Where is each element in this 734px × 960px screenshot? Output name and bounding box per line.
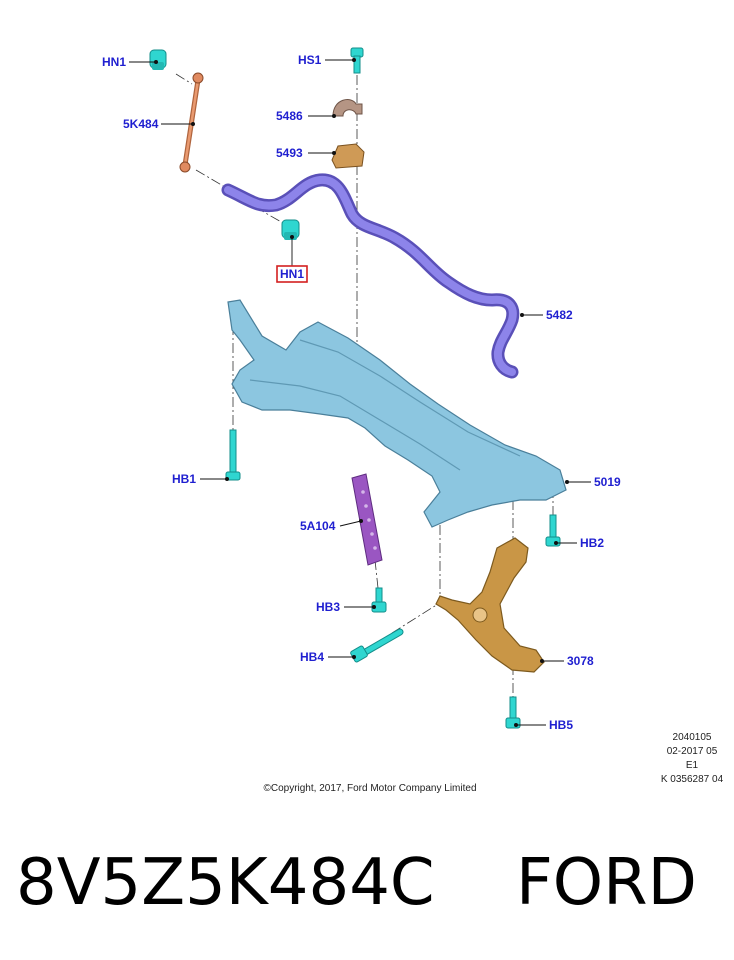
diagram-reference-block: 2040105 02-2017 05 E1 K 0356287 04: [650, 731, 734, 787]
bolt-hs1: [350, 47, 364, 74]
callout-hn1-top[interactable]: HN1: [102, 55, 126, 69]
nut-hn1-top: [149, 49, 167, 70]
bolt-hb2: [545, 514, 561, 547]
stabilizer-link: [179, 72, 204, 173]
bushing-5486: [332, 99, 363, 117]
callout-hb3[interactable]: HB3: [316, 600, 340, 614]
reference-number: 2040105: [672, 732, 712, 743]
subframe-rib: [299, 339, 521, 457]
reference-edition: E1: [685, 760, 699, 771]
callout-5a104[interactable]: 5A104: [300, 519, 336, 533]
leader-lines: [129, 58, 591, 727]
stabilizer-bar-highlight: [224, 175, 517, 376]
bolt-hb4: [350, 628, 404, 663]
subframe-rib: [249, 379, 461, 471]
callout-hb5[interactable]: HB5: [549, 718, 573, 732]
bolt-hb1: [225, 429, 241, 481]
callout-hb1[interactable]: HB1: [172, 472, 196, 486]
bolt-hb5: [505, 696, 521, 729]
callout-3078[interactable]: 3078: [567, 654, 594, 668]
part-number-caption: 8V5Z5K484C FORD: [16, 846, 697, 920]
reference-date: 02-2017 05: [666, 746, 718, 757]
reinforcement-5a104: [351, 473, 383, 566]
callout-5482[interactable]: 5482: [546, 308, 573, 322]
callout-5k484[interactable]: 5K484: [123, 117, 159, 131]
highlight-box: [276, 265, 308, 283]
bracket-5493: [331, 143, 365, 169]
lower-control-arm: [435, 537, 545, 673]
callout-hn1-boxed[interactable]: HN1: [280, 267, 304, 281]
copyright-notice: ©Copyright, 2017, Ford Motor Company Lim…: [263, 783, 477, 794]
callout-hs1[interactable]: HS1: [298, 53, 322, 67]
callout-5493[interactable]: 5493: [276, 146, 303, 160]
reinforcement-holes: [361, 490, 377, 550]
parts-diagram: HN1 5K484 HS1 5486 5493 HN1 5482 5019 HB…: [102, 47, 621, 732]
subframe: [227, 299, 567, 528]
callout-hb4[interactable]: HB4: [300, 650, 324, 664]
lower-arm-hole: [472, 607, 488, 623]
callout-hb2[interactable]: HB2: [580, 536, 604, 550]
callout-5019[interactable]: 5019: [594, 475, 621, 489]
reference-code: K 0356287 04: [660, 774, 724, 785]
callout-5486[interactable]: 5486: [276, 109, 303, 123]
